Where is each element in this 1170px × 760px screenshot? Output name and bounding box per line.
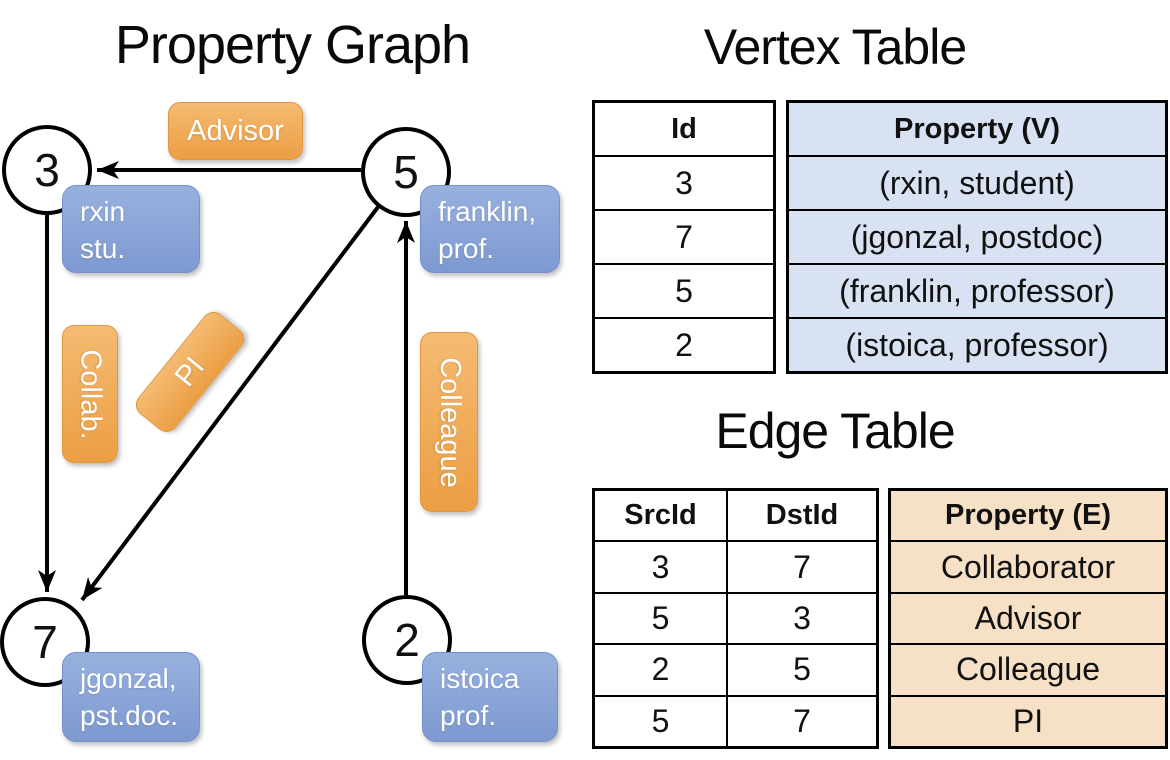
edge-label-colleague: Colleague [420,332,478,512]
edge-table-srcid-column: SrcId 3 5 2 5 [595,491,726,746]
edge-label-text: Collab. [74,348,107,440]
vertex-table-property-cell: (jgonzal, postdoc) [789,209,1165,263]
vertex-table-property-cell: (franklin, professor) [789,263,1165,317]
vertex-property-line: pst.doc. [80,700,179,731]
edge-label-collab: Collab. [62,325,118,463]
edge-table-property-column: Property (E) Collaborator Advisor Collea… [888,488,1168,749]
edge-table-srcid-cell: 3 [595,540,726,591]
edge-table-property-cell: PI [891,694,1165,746]
vertex-table-id-cell: 2 [595,317,773,371]
edge-table-dstid-cell: 7 [728,694,876,746]
edge-label-advisor: Advisor [168,102,303,160]
edge-table-dstid-cell: 3 [728,591,876,643]
vertex-id: 3 [34,144,60,196]
vertex-table-property-cell: (rxin, student) [789,155,1165,209]
edge-table-property-cell: Collaborator [891,540,1165,591]
vertex-table-id-column: Id 3 7 5 2 [592,100,776,374]
vertex-table-id-cell: 3 [595,155,773,209]
vertex-table-header-property: Property (V) [894,112,1060,145]
vertex-property-line: franklin, [438,196,537,227]
vertex-property-box-5: franklin, prof. [420,185,560,273]
edge-label-text: PI [168,350,211,393]
vertex-property-box-7: jgonzal, pst.doc. [62,652,200,742]
edge-table-srcid-cell: 5 [595,591,726,643]
edge-table-id-columns: SrcId 3 5 2 5 DstId 7 3 5 7 [592,488,879,749]
edge-table-property-cell: Advisor [891,591,1165,643]
edge-table-title: Edge Table [715,403,955,459]
edge-table-header-srcid: SrcId [624,499,697,532]
edge-label-text: Advisor [187,114,284,147]
vertex-property-box-2: istoica prof. [422,652,558,742]
vertex-id: 5 [393,146,419,198]
graph-edges-layer [38,161,415,602]
vertex-property-line: jgonzal, [80,663,177,694]
vertex-circle-2: 2 [362,595,452,685]
edge-table-header-dstid: DstId [765,499,839,532]
vertex-property-line: istoica [440,663,520,694]
edge-table-srcid-cell: 5 [595,694,726,746]
edge-label-text: Colleague [433,356,466,488]
edge-table-property-cell: Colleague [891,643,1165,694]
vertex-table-header-id: Id [671,112,697,145]
edge-arrow-5-to-7 [80,205,380,602]
edge-table-dstid-cell: 7 [728,540,876,591]
vertex-table-property-cell: (istoica, professor) [789,317,1165,371]
edge-table-dstid-cell: 5 [728,643,876,694]
vertex-table-property-column: Property (V) (rxin, student) (jgonzal, p… [786,100,1168,374]
vertex-property-line: stu. [80,233,126,264]
vertex-id: 2 [394,614,420,666]
vertex-id: 7 [32,616,58,668]
vertex-table-id-cell: 5 [595,263,773,317]
vertex-table-title: Vertex Table [703,19,967,75]
vertex-property-line: rxin [80,196,126,227]
property-graph-title: Property Graph [114,15,471,75]
vertex-property-box-3: rxin stu. [62,185,200,273]
edge-table-header-property: Property (E) [945,499,1111,532]
edge-table-dstid-column: DstId 7 3 5 7 [726,491,876,746]
vertex-property-line: prof. [438,233,495,264]
edge-table-srcid-cell: 2 [595,643,726,694]
vertex-circle-5: 5 [361,127,451,217]
vertex-property-line: prof. [440,700,497,731]
vertex-table-id-cell: 7 [595,209,773,263]
